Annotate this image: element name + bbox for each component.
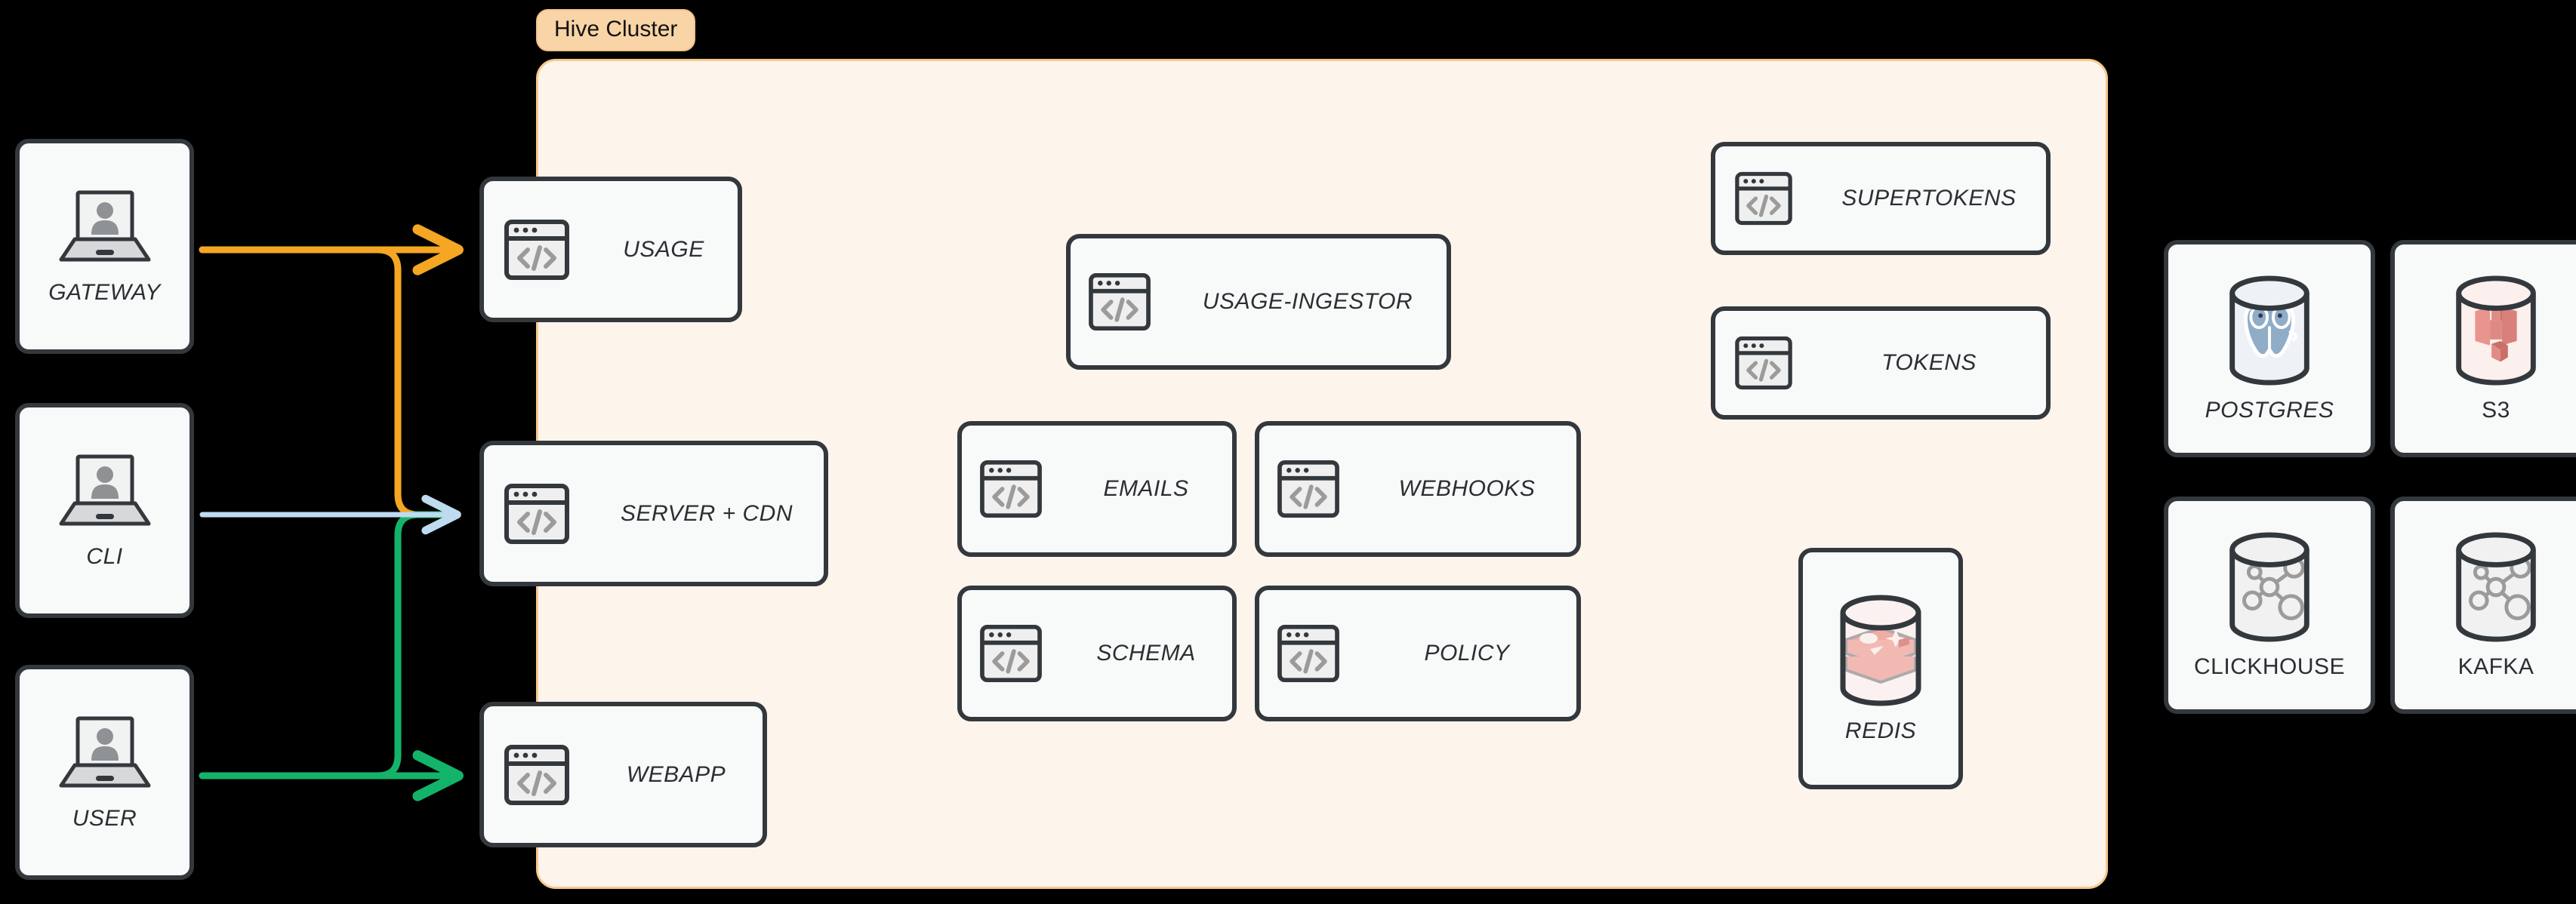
wire-gateway-to-server-cdn: [199, 246, 457, 518]
service-card-webhooks[interactable]: WEBHOOKS: [1255, 421, 1581, 557]
service-label: WEBHOOKS: [1398, 476, 1536, 501]
code-window-icon: [962, 624, 1060, 683]
code-window-icon: [1715, 336, 1812, 390]
service-card-webapp[interactable]: WEBAPP: [479, 702, 767, 847]
service-card-schema[interactable]: SCHEMA: [957, 586, 1237, 721]
datastore-label: KAFKA: [2457, 654, 2534, 679]
service-label: SCHEMA: [1096, 641, 1196, 666]
service-label: SERVER + CDN: [620, 500, 793, 526]
code-window-icon: [484, 744, 590, 806]
network-cylinder-icon: [2446, 530, 2546, 644]
code-window-icon: [484, 219, 590, 281]
network-cylinder-icon: [2220, 530, 2319, 644]
service-label: POLICY: [1424, 641, 1510, 666]
postgres-cylinder-icon: [2220, 274, 2319, 387]
client-card-user[interactable]: USER: [15, 665, 194, 880]
client-label: CLI: [86, 543, 123, 569]
wire-user-to-server-cdn: [199, 511, 457, 779]
service-card-usage[interactable]: USAGE: [479, 177, 742, 322]
laptop-user-icon: [52, 188, 158, 266]
service-card-usage-ingestor[interactable]: USAGE-INGESTOR: [1066, 234, 1451, 370]
service-label: USAGE-INGESTOR: [1202, 289, 1413, 314]
redis-cylinder-icon: [1831, 593, 1930, 708]
service-card-tokens[interactable]: TOKENS: [1711, 306, 2051, 420]
service-label: USAGE: [623, 236, 704, 262]
s3-cylinder-icon: [2446, 274, 2546, 387]
code-window-icon: [1071, 272, 1169, 331]
code-window-icon: [962, 460, 1060, 518]
hive-cluster-label: Hive Cluster: [536, 9, 696, 51]
service-card-emails[interactable]: EMAILS: [957, 421, 1237, 557]
datastore-label: CLICKHOUSE: [2193, 654, 2346, 679]
laptop-user-icon: [52, 452, 158, 530]
datastore-label: POSTGRES: [2205, 398, 2334, 423]
service-label: SUPERTOKENS: [1841, 186, 2017, 211]
service-card-server-cdn[interactable]: SERVER + CDN: [479, 441, 828, 586]
code-window-icon: [484, 483, 590, 545]
datastore-card-kafka[interactable]: KAFKA: [2390, 497, 2576, 714]
client-card-cli[interactable]: CLI: [15, 403, 194, 618]
service-label: EMAILS: [1103, 476, 1189, 501]
code-window-icon: [1259, 460, 1357, 518]
client-label: GATEWAY: [48, 279, 161, 305]
datastore-label: S3: [2482, 398, 2510, 423]
client-label: USER: [72, 805, 137, 831]
code-window-icon: [1715, 171, 1812, 226]
client-card-gateway[interactable]: GATEWAY: [15, 139, 194, 354]
datastore-card-postgres[interactable]: POSTGRES: [2164, 240, 2375, 457]
laptop-user-icon: [52, 714, 158, 792]
code-window-icon: [1259, 624, 1357, 683]
datastore-card-redis[interactable]: REDIS: [1798, 548, 1963, 789]
service-label: WEBAPP: [626, 761, 726, 787]
datastore-card-clickhouse[interactable]: CLICKHOUSE: [2164, 497, 2375, 714]
service-label: TOKENS: [1881, 350, 1977, 375]
datastore-card-s3[interactable]: S3: [2390, 240, 2576, 457]
service-card-supertokens[interactable]: SUPERTOKENS: [1711, 142, 2051, 255]
service-card-policy[interactable]: POLICY: [1255, 586, 1581, 721]
datastore-label: REDIS: [1844, 718, 1917, 743]
